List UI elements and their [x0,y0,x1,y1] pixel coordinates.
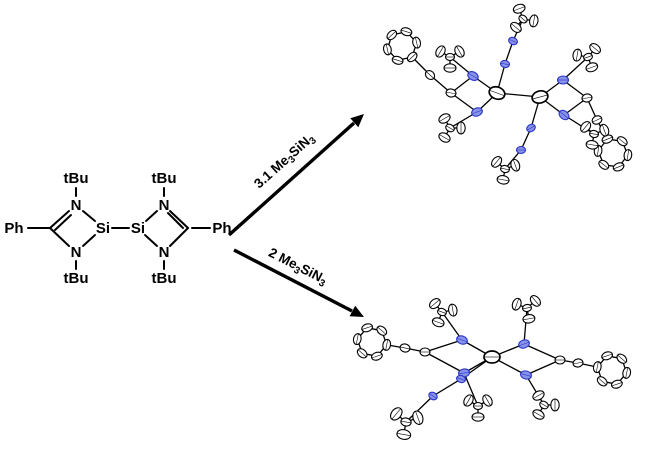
bond-ntop-c-right [169,210,189,229]
label-tbu-top-right: tBu [152,170,177,187]
label-n-bottom-left: N [71,244,82,261]
label-ph-left: Ph [4,220,23,237]
reactant-bonds [27,187,211,270]
bond-ntop-si-left [82,210,96,222]
arrow-top-head-icon [350,114,364,128]
bond-c-ntop-left [49,210,70,229]
bond-c-ntop-left-2 [54,214,72,231]
bond-ntop-c-right-2 [167,212,184,229]
label-tbu-bottom-left: tBu [64,270,89,287]
label-tbu-top-left: tBu [64,170,89,187]
product-bottom-crystal-structure [352,295,632,440]
arrow-bottom-head-icon [349,305,364,317]
reactant-structure: Ph tBu tBu N N Si Si N N tBu tBu Ph [4,170,231,287]
arrow-top-shaft [227,121,356,237]
reactant-labels: Ph tBu tBu N N Si Si N N tBu tBu Ph [4,170,231,287]
bond-c-nbot-right [169,227,189,247]
label-n-top-left: N [71,197,82,214]
label-ph-right: Ph [212,220,231,237]
arrow-bottom-shaft [233,248,353,313]
bond-si-ntop-right [145,210,158,222]
reaction-arrows: 3.1 Me3SiN3 2 Me3SiN3 [227,114,364,317]
product-top-crystal-structure [382,3,633,185]
bond-nbot-si-right [144,234,158,247]
label-si-left: Si [96,220,110,237]
label-si-right: Si [131,220,145,237]
label-n-top-right: N [159,197,170,214]
bond-si-nbot-left [82,234,96,247]
bond-nbot-c-left [49,227,70,247]
label-tbu-bottom-right: tBu [152,270,177,287]
label-n-bottom-right: N [159,244,170,261]
